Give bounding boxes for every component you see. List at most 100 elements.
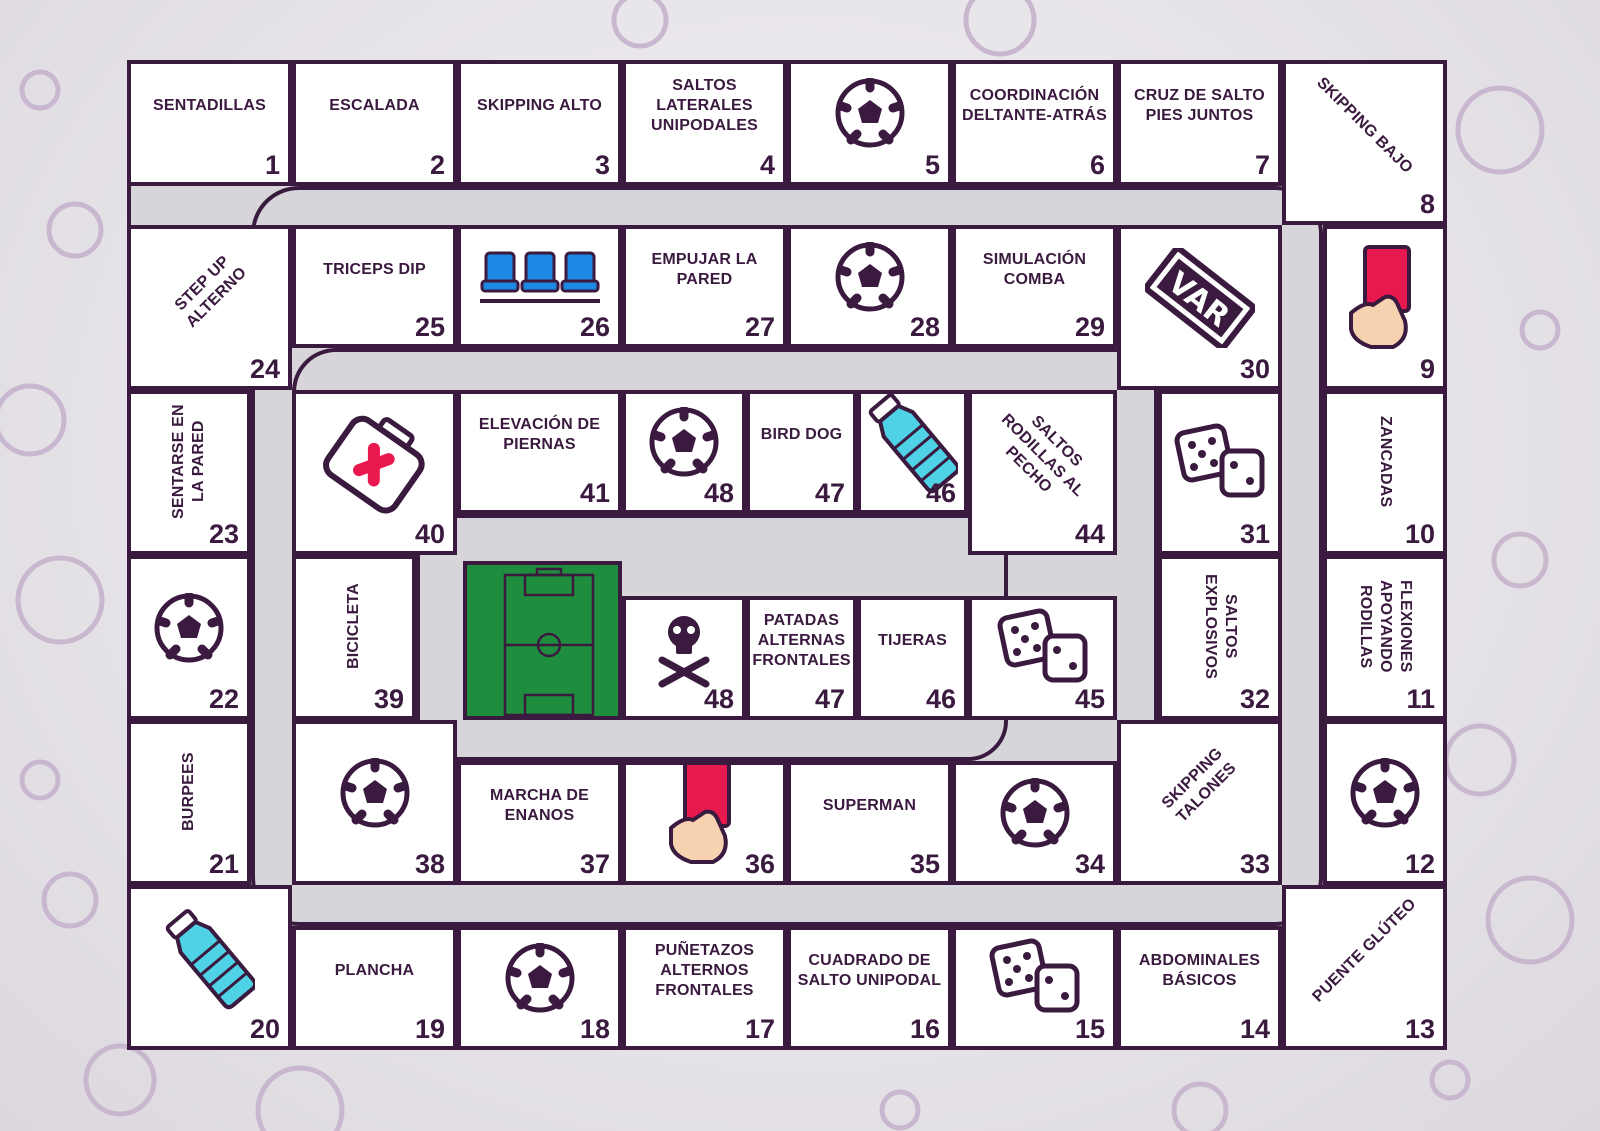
background-doodle: [15, 555, 105, 645]
soccer-ball-icon: [1350, 756, 1420, 833]
board-square[interactable]: 48: [622, 390, 746, 514]
soccer-ball-icon: [649, 405, 719, 482]
square-number: 2: [429, 150, 445, 180]
board-square[interactable]: 34: [952, 761, 1117, 885]
board-square[interactable]: 28: [787, 225, 952, 348]
board-square[interactable]: 31: [1158, 390, 1282, 555]
skull-crossbones-icon: [652, 608, 716, 693]
board-square[interactable]: 26: [457, 225, 622, 348]
square-label: COORDINACIÓN DELTANTE-ATRÁS: [962, 87, 1108, 124]
board-square[interactable]: 20: [127, 885, 292, 1050]
stadium-seats-icon: [478, 247, 602, 312]
soccer-ball-icon: [835, 240, 905, 317]
soccer-ball-icon: [835, 76, 905, 153]
square-number: 25: [414, 312, 445, 342]
board-square[interactable]: 38: [292, 720, 457, 885]
background-doodle: [19, 69, 61, 111]
square-label: PUÑETAZOS ALTERNOS FRONTALES: [654, 942, 755, 999]
soccer-ball-icon: [154, 591, 224, 668]
board-square[interactable]: 36: [622, 761, 787, 885]
board-square[interactable]: 45: [968, 596, 1117, 720]
square-number: 34: [1074, 849, 1105, 879]
board-square[interactable]: 22: [127, 555, 251, 720]
board-square[interactable]: PUÑETAZOS ALTERNOS FRONTALES 17: [622, 926, 787, 1050]
board-square[interactable]: 46: [857, 390, 968, 514]
board-square[interactable]: 5: [787, 60, 952, 186]
finish-field[interactable]: [463, 561, 622, 720]
background-doodle: [879, 1089, 921, 1131]
background-doodle: [46, 201, 104, 259]
square-number: 36: [744, 849, 775, 879]
dice-icon: [995, 608, 1091, 693]
board-square[interactable]: 9: [1323, 225, 1447, 390]
square-number: 41: [579, 478, 610, 508]
square-label: EMPUJAR LA PARED: [651, 250, 758, 288]
background-doodle: [1429, 1059, 1471, 1101]
square-label: TRICEPS DIP: [323, 260, 426, 278]
square-label: PATADAS ALTERNAS FRONTALES: [752, 612, 851, 669]
square-label: SIMULACIÓN COMBA: [982, 250, 1087, 288]
square-number: 16: [909, 1014, 940, 1044]
red-card-icon: [1345, 243, 1425, 358]
square-number: 31: [1239, 519, 1270, 549]
board-square[interactable]: COORDINACIÓN DELTANTE-ATRÁS 6: [952, 60, 1117, 186]
square-number: 22: [208, 684, 239, 714]
square-number: 18: [579, 1014, 610, 1044]
board-square[interactable]: 15: [952, 926, 1117, 1050]
soccer-field-icon: [467, 565, 618, 716]
square-number: 11: [1406, 684, 1435, 714]
square-number: 38: [414, 849, 445, 879]
square-label: ESCALADA: [329, 97, 420, 114]
square-number: 17: [744, 1014, 775, 1044]
board-square[interactable]: ESCALADA 2: [292, 60, 457, 186]
square-number: 44: [1074, 519, 1105, 549]
square-number: 23: [208, 519, 239, 549]
square-number: 47: [814, 478, 845, 508]
board-square[interactable]: TRICEPS DIP 25: [292, 225, 457, 348]
var-icon: VAR: [1143, 245, 1256, 353]
dice-icon: [1172, 423, 1268, 508]
square-label: ZANCADAS: [1377, 415, 1394, 508]
square-number: 40: [414, 519, 445, 549]
square-label: MARCHA DE ENANOS: [490, 787, 589, 824]
background-doodle: [83, 1043, 157, 1117]
board-square[interactable]: 18: [457, 926, 622, 1050]
square-number: 6: [1089, 150, 1105, 180]
board-square[interactable]: 40: [292, 390, 457, 555]
square-label: SALTOS LATERALES UNIPODALES: [651, 77, 758, 134]
square-label: SKIPPING ALTO: [477, 97, 602, 114]
board-square[interactable]: 48: [622, 596, 746, 720]
board-square[interactable]: 12: [1323, 720, 1447, 885]
first-aid-kit-icon: [320, 408, 430, 523]
square-label: SENTARSE EN LA PARED: [170, 404, 207, 519]
square-label: SALTOS EXPLOSIVOS: [1202, 573, 1239, 680]
